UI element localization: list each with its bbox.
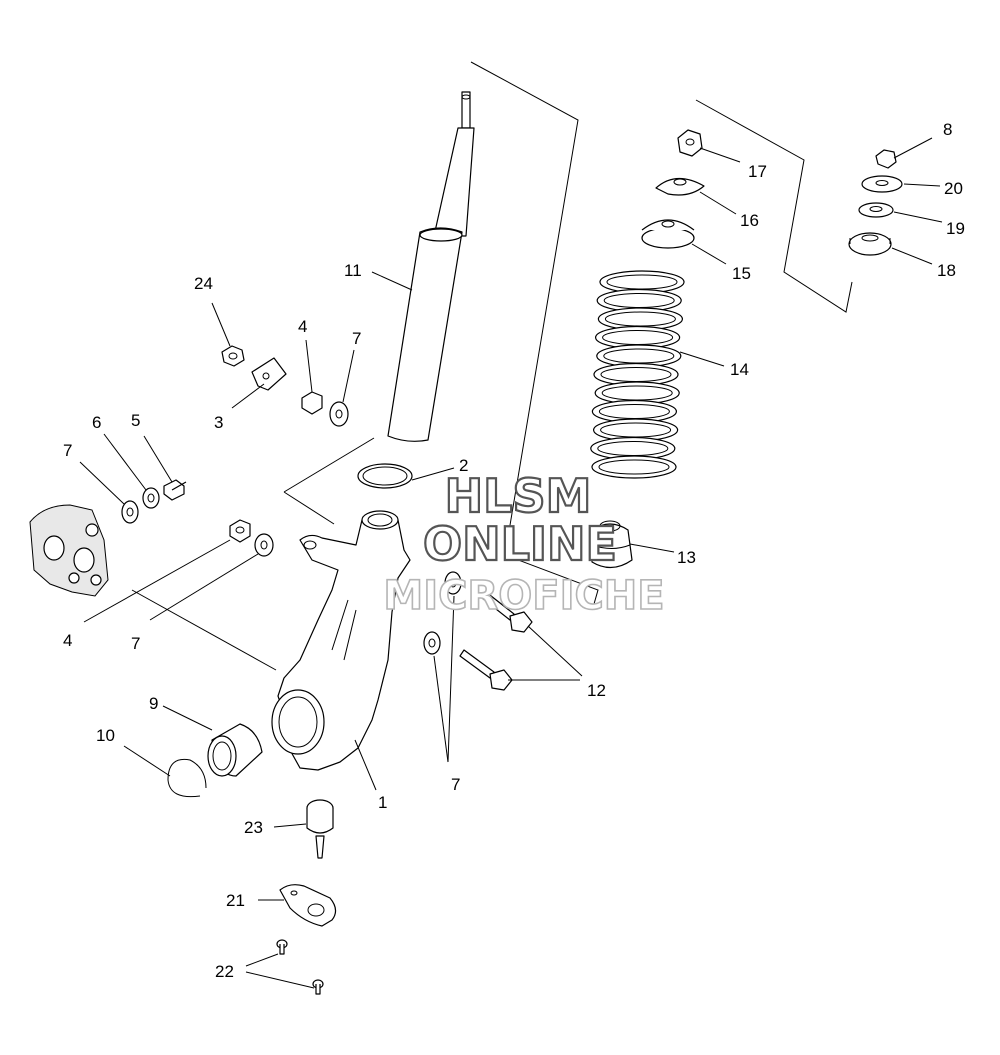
- spring-coil-turn: [591, 455, 677, 479]
- callout-22: 22: [215, 962, 234, 981]
- washer-7-left-part: [121, 500, 139, 524]
- callout-21: 21: [226, 891, 245, 910]
- callout-19: 19: [946, 219, 965, 238]
- callout-7-lower-left: 7: [131, 634, 140, 653]
- callout-4-left: 4: [63, 631, 72, 650]
- washer-7-mid-part: [254, 533, 274, 557]
- watermark-line-1: HLSM: [445, 469, 592, 523]
- callout-12: 12: [587, 681, 606, 700]
- watermark-line-2: ONLINE: [423, 517, 617, 571]
- nut-24-part: [221, 345, 245, 367]
- steering-knuckle-part: [271, 510, 411, 771]
- callout-3: 3: [214, 413, 223, 432]
- clip-3-part: [251, 357, 287, 391]
- bolt-12-lower-part: [459, 649, 513, 691]
- callout-13: 13: [677, 548, 696, 567]
- callout-14: 14: [730, 360, 749, 379]
- callout-1: 1: [378, 793, 387, 812]
- callout-2: 2: [459, 456, 468, 475]
- spring-seat-15-part: [641, 219, 695, 249]
- callout-4: 4: [298, 317, 307, 336]
- seal-ring-part: [357, 463, 413, 489]
- callout-7: 7: [352, 329, 361, 348]
- ball-joint-part: [306, 799, 334, 859]
- circlip-part: [167, 758, 207, 798]
- callout-5: 5: [131, 411, 140, 430]
- callout-23: 23: [244, 818, 263, 837]
- callout-20: 20: [944, 179, 963, 198]
- coil-spring-part: [590, 270, 685, 479]
- assembly-bracket-line-right: [695, 99, 853, 313]
- callout-labels: 24 3 4 7 11 2 6 5 7 4 7 9 10 1 23 21 22 …: [63, 120, 965, 981]
- washer-7-right-part: [423, 571, 462, 655]
- nut-8-part: [875, 149, 897, 169]
- callout-9: 9: [149, 694, 158, 713]
- upper-seat-16-part: [655, 177, 705, 196]
- assembly-bracket-line: [470, 61, 599, 605]
- callout-24: 24: [194, 274, 213, 293]
- callout-15: 15: [732, 264, 751, 283]
- callout-7-left: 7: [63, 441, 72, 460]
- nut-4-part: [301, 391, 323, 415]
- callout-7-right: 7: [451, 775, 460, 794]
- washer-7-part: [329, 401, 349, 427]
- callout-16: 16: [740, 211, 759, 230]
- bump-stop-part: [591, 520, 633, 569]
- shock-absorber-part: [387, 91, 475, 442]
- callout-6: 6: [92, 413, 101, 432]
- bolt-5-part: [163, 479, 187, 501]
- callout-11: 11: [344, 261, 362, 280]
- rivet-22-part: [276, 939, 324, 995]
- bushing-18-part: [848, 232, 892, 256]
- watermark: HLSM ONLINE MICROFICHE: [383, 468, 666, 620]
- callout-18: 18: [937, 261, 956, 280]
- bolt-12-upper-part: [481, 591, 533, 633]
- callout-8: 8: [943, 120, 952, 139]
- wheel-bearing-part: [207, 723, 263, 777]
- washer-19-part: [858, 202, 894, 218]
- washer-6-part: [142, 487, 160, 509]
- brake-caliper-part: [29, 504, 109, 597]
- nut-4-left-part: [229, 519, 251, 543]
- callout-10: 10: [96, 726, 115, 745]
- washer-20-part: [861, 175, 903, 193]
- callout-17: 17: [748, 162, 767, 181]
- nut-17-part: [677, 129, 703, 157]
- plate-21-part: [279, 884, 337, 927]
- watermark-line-3: MICROFICHE: [383, 573, 664, 619]
- spring-coil-inner: [598, 459, 670, 475]
- leader-lines: [79, 137, 943, 989]
